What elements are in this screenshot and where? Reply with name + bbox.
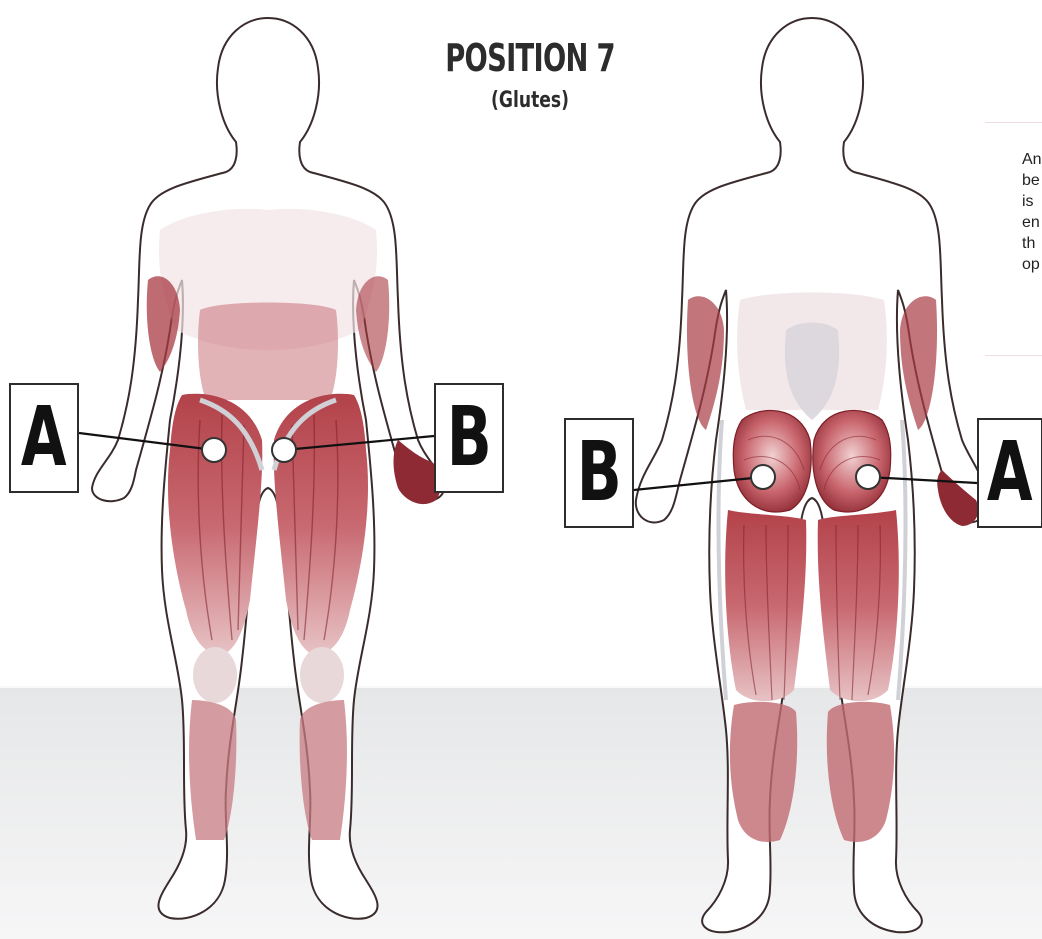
front-knee-left xyxy=(193,647,237,703)
back-glute-right xyxy=(813,410,891,511)
back-glute-left xyxy=(733,410,811,511)
back-label-box-b: B xyxy=(564,418,634,528)
front-body-figure xyxy=(92,18,444,919)
front-knee-right xyxy=(300,647,344,703)
back-target-dot-b xyxy=(751,465,775,489)
back-body-figure xyxy=(636,18,988,932)
back-body-outline xyxy=(636,18,988,932)
back-label-b: B xyxy=(576,432,621,514)
side-info-line-6: op xyxy=(1022,254,1042,275)
front-label-box-b: B xyxy=(434,383,504,493)
side-info-panel: An be is en th op xyxy=(985,122,1042,356)
back-label-box-a: A xyxy=(977,418,1042,528)
back-calf-left xyxy=(730,702,797,842)
page-subtitle: (Glutes) xyxy=(436,88,623,113)
front-shin-left xyxy=(189,700,236,840)
front-label-box-a: A xyxy=(9,383,79,493)
back-label-a: A xyxy=(987,432,1033,514)
front-abdomen-muscle xyxy=(198,303,338,401)
back-calf-right xyxy=(827,702,894,842)
side-info-line-5: th xyxy=(1022,233,1042,254)
front-target-dot-a xyxy=(202,438,226,462)
title-block: POSITION 7 (Glutes) xyxy=(410,36,650,113)
front-label-a: A xyxy=(21,397,67,479)
side-info-line-3: is xyxy=(1022,191,1042,212)
front-target-dot-b xyxy=(272,438,296,462)
side-info-line-2: be xyxy=(1022,170,1042,191)
page-title: POSITION 7 xyxy=(444,36,617,80)
side-info-line-4: en xyxy=(1022,212,1042,233)
front-label-b: B xyxy=(446,397,491,479)
side-info-text: An be is en th op xyxy=(1022,149,1042,275)
side-info-line-1: An xyxy=(1022,149,1042,170)
back-target-dot-a xyxy=(856,465,880,489)
front-body-outline xyxy=(92,18,444,919)
front-shin-right xyxy=(300,700,347,840)
